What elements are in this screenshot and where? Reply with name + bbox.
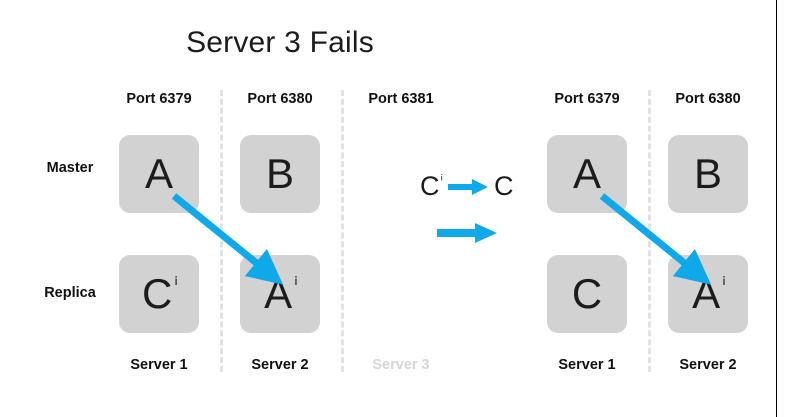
node-glyph: B bbox=[265, 150, 294, 197]
port-label-right-2: Port 6380 bbox=[675, 91, 741, 107]
legend-to-node: C bbox=[494, 171, 514, 201]
server-label-right-2: Server 2 bbox=[679, 357, 737, 373]
node-left-replica-server1[interactable]: Cⁱ bbox=[119, 255, 199, 333]
node-left-master-server1[interactable]: A bbox=[119, 135, 199, 213]
prime-mark: ⁱ bbox=[722, 274, 726, 297]
node-left-master-server2[interactable]: B bbox=[240, 135, 320, 213]
server-label-left-3: Server 3 bbox=[372, 357, 430, 373]
prime-mark: ⁱ bbox=[294, 274, 298, 297]
server-label-left-2: Server 2 bbox=[251, 357, 309, 373]
server-label-left-1: Server 1 bbox=[130, 357, 188, 373]
port-label-left-2: Port 6380 bbox=[247, 91, 313, 107]
node-glyph: B bbox=[693, 150, 722, 197]
node-glyph: Cⁱ bbox=[141, 270, 179, 317]
legend-from-node: Cⁱ bbox=[420, 171, 444, 201]
node-glyph: A bbox=[144, 150, 173, 197]
node-right-master-server2[interactable]: B bbox=[668, 135, 748, 213]
prime-mark: ⁱ bbox=[174, 274, 179, 297]
row-label-replica: Replica bbox=[44, 285, 96, 301]
legend-promotion: Cⁱ C bbox=[420, 173, 514, 200]
legend-transition bbox=[437, 220, 499, 246]
port-label-right-1: Port 6379 bbox=[554, 91, 620, 107]
failover-arrow-right bbox=[599, 193, 712, 285]
node-glyph: A bbox=[572, 150, 601, 197]
failover-arrow-left bbox=[171, 193, 284, 285]
legend-promotion-arrow-icon bbox=[448, 178, 489, 195]
prime-mark: ⁱ bbox=[440, 172, 444, 188]
node-right-replica-server1[interactable]: C bbox=[547, 255, 627, 333]
port-label-left-1: Port 6379 bbox=[126, 91, 192, 107]
page-edge-rule bbox=[776, 0, 777, 417]
port-label-left-3: Port 6381 bbox=[368, 91, 434, 107]
node-glyph: C bbox=[571, 270, 603, 317]
node-right-master-server1[interactable]: A bbox=[547, 135, 627, 213]
server-label-right-1: Server 1 bbox=[558, 357, 616, 373]
column-divider-2 bbox=[341, 90, 344, 372]
row-label-master: Master bbox=[46, 160, 94, 176]
page-title: Server 3 Fails bbox=[186, 26, 374, 59]
transition-arrow-icon bbox=[437, 223, 497, 243]
